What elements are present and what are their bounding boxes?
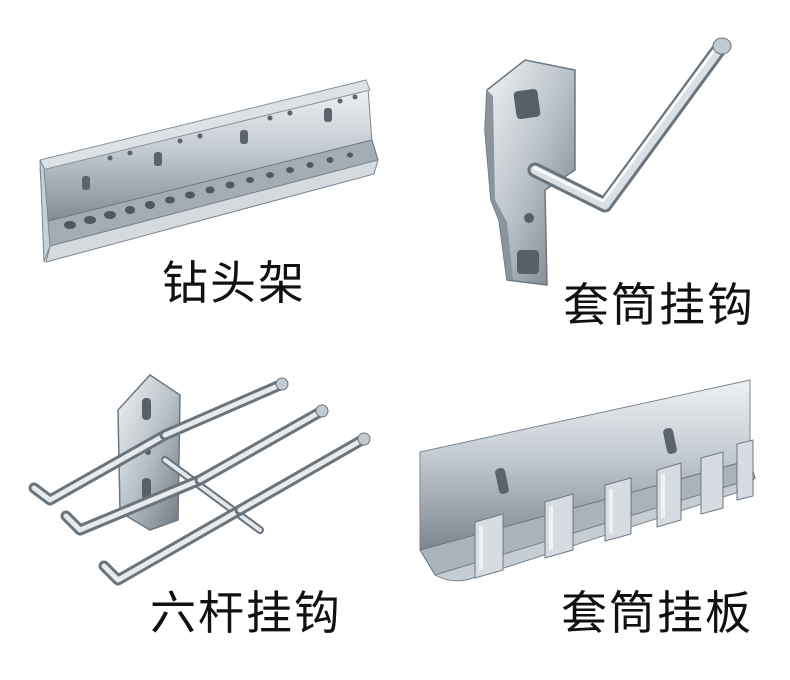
slotted-channel-tray-image (419, 379, 757, 582)
drill-rack-label: 钻头架 (162, 256, 306, 310)
socket-tray-panel: 套筒挂板 (395, 340, 790, 680)
six-rod-hook-panel: 六杆挂钩 (0, 340, 395, 680)
socket-hook-panel: 套筒挂钩 (395, 0, 790, 340)
socket-tray-label: 套筒挂板 (561, 586, 753, 640)
socket-hook-label: 套筒挂钩 (563, 278, 755, 332)
drill-rack-panel: 钻头架 (0, 0, 395, 340)
l-shaped-pegboard-hook-image (484, 37, 732, 286)
perforated-rail-image (39, 79, 379, 263)
triple-prong-hook-image (28, 374, 371, 586)
six-rod-hook-label: 六杆挂钩 (150, 586, 342, 640)
